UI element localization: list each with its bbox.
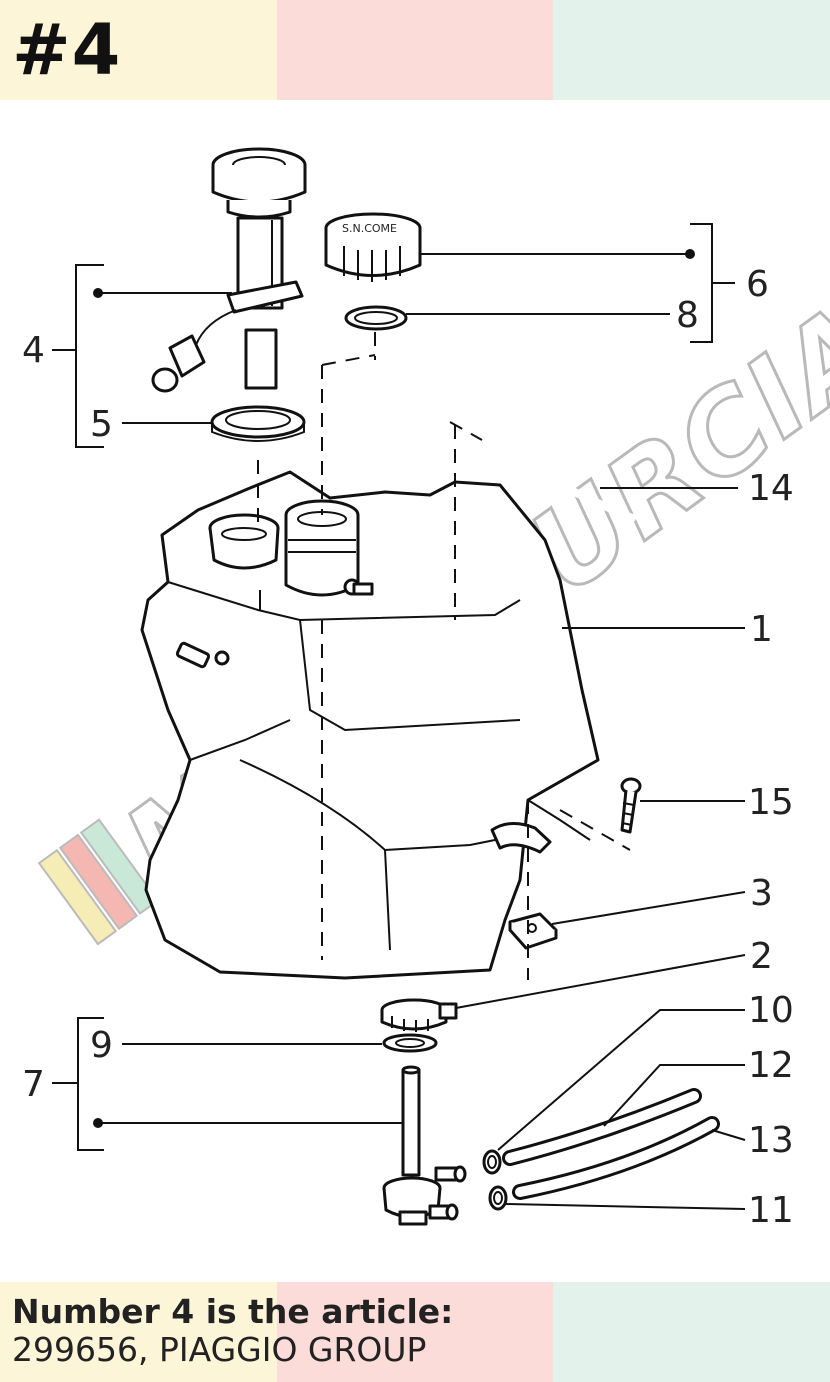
- fuel-tap-washer: [382, 1033, 438, 1053]
- callout-8: 8: [676, 295, 699, 336]
- callout-3: 3: [750, 873, 773, 914]
- callout-9: 9: [90, 1025, 113, 1066]
- callout-12: 12: [748, 1045, 794, 1086]
- callout-10: 10: [748, 990, 794, 1031]
- callout-4: 4: [22, 330, 45, 371]
- part-number-heading: #4: [12, 9, 122, 91]
- watermark-stripe-green: [79, 818, 160, 915]
- sender-sealing-ring: [210, 405, 306, 442]
- cap-print-text: S.N.COME: [342, 222, 397, 235]
- callout-labels: 1 2 3 4 5 6 7 8 9 10 11 12 13 14 15: [22, 264, 794, 1231]
- header-band-yellow: [0, 0, 277, 100]
- cage-nut: [508, 912, 558, 950]
- hose-clip-lower: [488, 1185, 508, 1211]
- assembly-axes: [257, 332, 631, 980]
- fuel-gauge-sender: [151, 147, 307, 393]
- header-color-band: [0, 0, 830, 100]
- callout-2: 2: [750, 936, 773, 977]
- footer-band-yellow: [0, 1282, 277, 1382]
- footer-band-green: [553, 1282, 830, 1382]
- callout-13: 13: [748, 1120, 794, 1161]
- callout-15: 15: [748, 782, 794, 823]
- callout-1: 1: [750, 609, 773, 650]
- watermark-stripe-yellow: [37, 848, 118, 946]
- article-caption-title: Number 4 is the article:: [12, 1292, 454, 1331]
- mounting-screw: [620, 777, 642, 834]
- callout-11: 11: [748, 1190, 794, 1231]
- header-band-green: [553, 0, 830, 100]
- hose-clip-upper: [482, 1149, 502, 1175]
- callout-14: 14: [748, 468, 794, 509]
- fuel-hose-upper: [502, 1088, 702, 1166]
- cap-gasket: [344, 305, 408, 331]
- article-caption-value: 299656, PIAGGIO GROUP: [12, 1330, 427, 1369]
- article-caption: Number 4 is the article: 299656, PIAGGIO…: [12, 1293, 453, 1369]
- breather-hose: [478, 438, 636, 522]
- header-band-pink: [276, 0, 554, 100]
- hose-clamp: [380, 998, 458, 1032]
- callout-6: 6: [746, 264, 769, 305]
- watermark-stripe-red: [58, 833, 139, 931]
- callout-7: 7: [22, 1064, 45, 1105]
- callout-5: 5: [90, 404, 113, 445]
- fuel-hose-lower: [512, 1116, 720, 1200]
- fuel-tap: [382, 1065, 467, 1226]
- exploded-parts-diagram: MOTOMURCIA S.N.COME: [22, 147, 830, 1231]
- footer-band-pink: [276, 1282, 554, 1382]
- fuel-tank: [140, 470, 600, 980]
- footer-color-band: [0, 1282, 830, 1382]
- leader-lines: [52, 223, 746, 1210]
- fuel-cap: S.N.COME: [324, 212, 422, 282]
